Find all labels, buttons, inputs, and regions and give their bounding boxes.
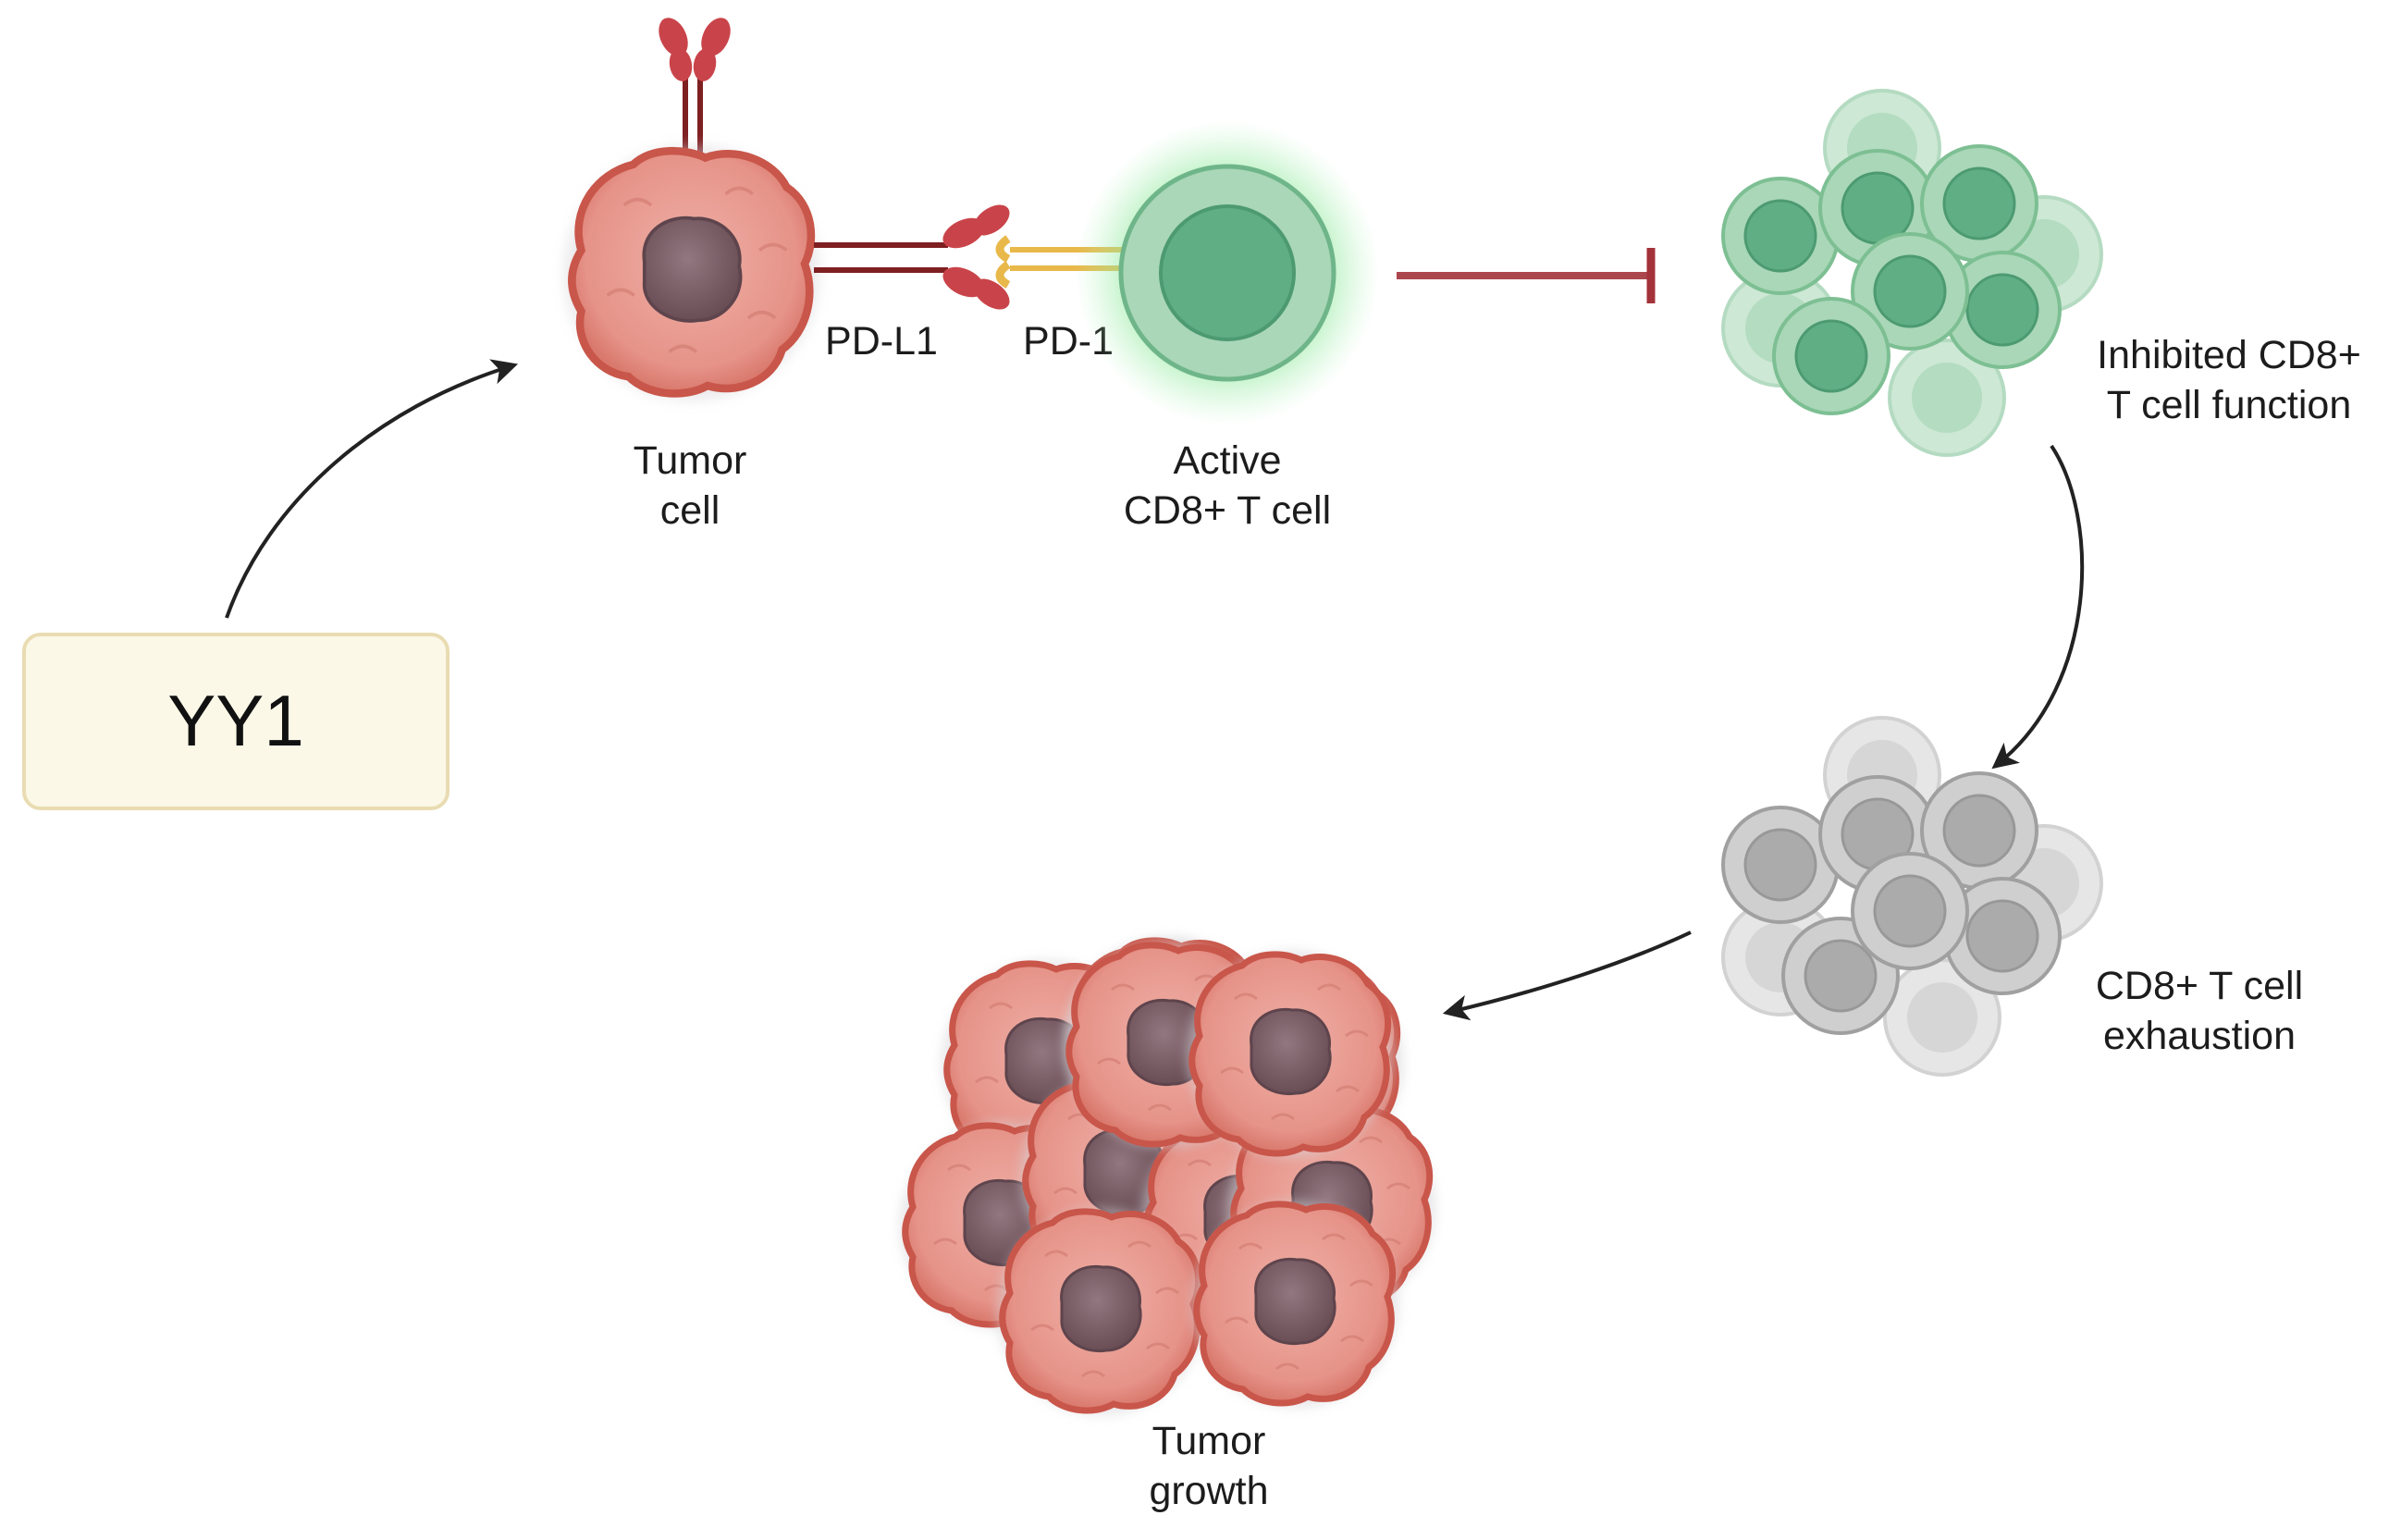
active-t-cell-label-line1: Active: [1173, 438, 1281, 483]
pd-l1-label: PD-L1: [825, 319, 938, 363]
arrow-inhibited-to-exhaustion: [1991, 444, 2085, 770]
tumor-growth-cluster: [900, 937, 1435, 1415]
tumor-cell: [565, 18, 1136, 399]
top-receptor: [659, 18, 731, 178]
active-t-cell-label-line2: CD8+ T cell: [1124, 488, 1331, 533]
yy1-label: YY1: [167, 680, 303, 761]
exhaustion-label-line2: exhaustion: [2103, 1014, 2296, 1058]
inhibited-t-cell-cluster: [1721, 89, 2103, 457]
arrow-yy1-to-tumor: [225, 359, 519, 619]
tumor-cell-label-line2: cell: [660, 488, 720, 533]
inhibition-arrow: [1397, 248, 1656, 303]
tumor-growth-label-line1: Tumor: [1152, 1419, 1266, 1463]
exhausted-t-cell-cluster: [1721, 716, 2103, 1077]
yy1-box: YY1: [22, 633, 449, 810]
inhibited-label-line2: T cell function: [2107, 383, 2352, 427]
tumor-growth-label-line2: growth: [1149, 1469, 1268, 1513]
inhibited-label-line1: Inhibited CD8+: [2097, 333, 2361, 377]
exhaustion-label-line1: CD8+ T cell: [2096, 964, 2303, 1008]
active-t-cell: [1075, 120, 1380, 425]
arrow-exhaustion-to-tumor-growth: [1442, 930, 1692, 1021]
pd-l1-receptor: [814, 204, 1010, 310]
tumor-cell-label-line1: Tumor: [634, 438, 747, 483]
